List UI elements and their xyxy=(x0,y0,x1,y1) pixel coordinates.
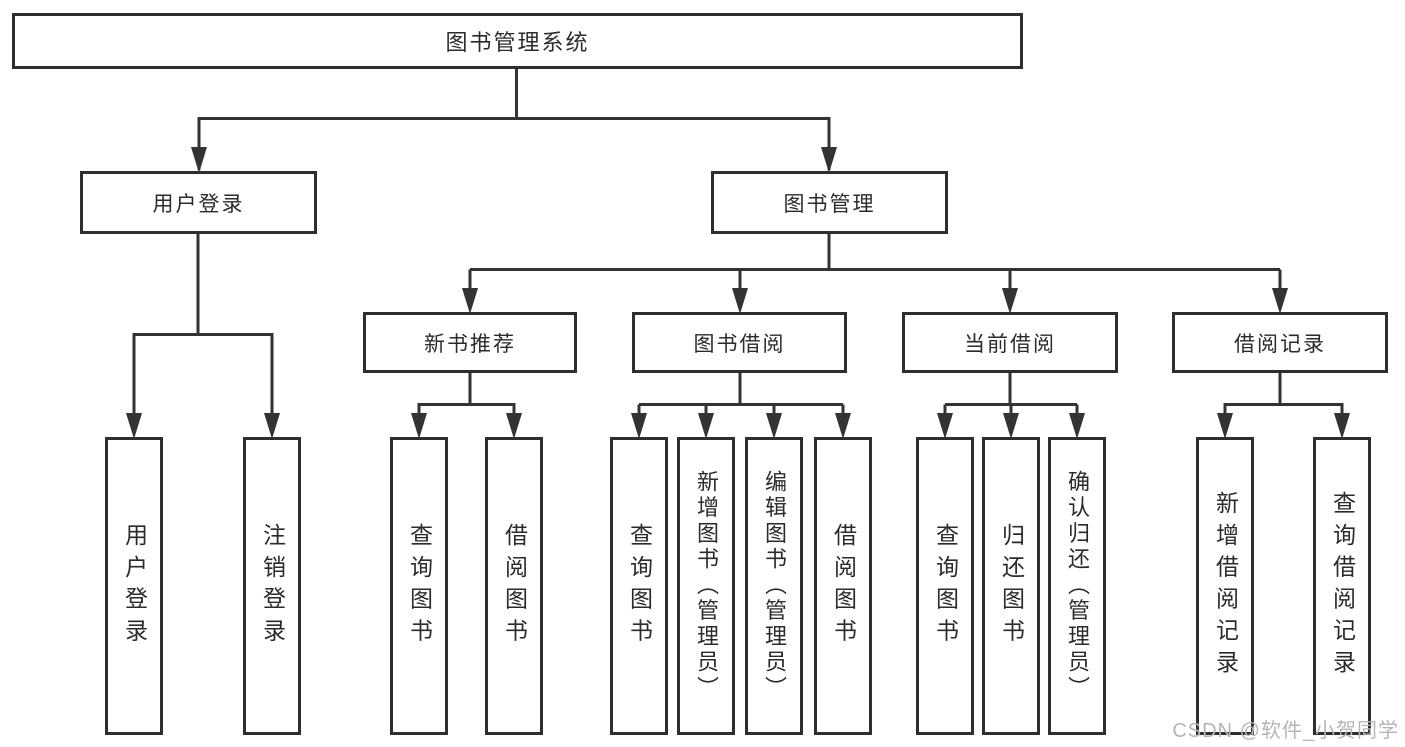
leaf-add-borrow-record: 新增借阅记录 xyxy=(1196,437,1254,735)
leaf-query-borrow-record: 查询借阅记录 xyxy=(1313,437,1371,735)
arrowhead-icon xyxy=(732,288,748,314)
node-user-login: 用户登录 xyxy=(80,171,317,234)
leaf-edit-book-admin: 编辑图书（管理员） xyxy=(745,437,803,735)
node-new-book-recommendation: 新书推荐 xyxy=(363,312,577,373)
node-label: 查询图书 xyxy=(932,522,959,650)
leaf-query-books-current: 查询图书 xyxy=(916,437,974,735)
leaf-logout: 注销登录 xyxy=(243,437,301,735)
arrowhead-icon xyxy=(1334,413,1350,439)
arrowhead-icon xyxy=(191,147,207,173)
arrowhead-icon xyxy=(264,413,280,439)
node-label: 查询图书 xyxy=(626,522,653,650)
node-label: 新增借阅记录 xyxy=(1212,490,1239,682)
arrowhead-icon xyxy=(835,413,851,439)
node-label: 当前借阅 xyxy=(964,332,1056,356)
node-borrowing-records: 借阅记录 xyxy=(1172,312,1388,373)
arrowhead-icon xyxy=(462,288,478,314)
node-book-management: 图书管理 xyxy=(711,171,948,234)
arrowhead-icon xyxy=(126,413,142,439)
node-label: 图书管理系统 xyxy=(445,30,590,55)
node-label: 查询借阅记录 xyxy=(1329,490,1356,682)
node-label: 借阅记录 xyxy=(1234,332,1326,356)
node-label: 查询图书 xyxy=(406,522,433,650)
node-label: 用户登录 xyxy=(121,522,148,650)
connector-book-management-children xyxy=(462,231,1288,314)
connector-book-borrowing-children xyxy=(631,370,851,439)
connector-user-login-children xyxy=(126,231,280,439)
node-label: 确认归还（管理员） xyxy=(1065,470,1090,702)
arrowhead-icon xyxy=(821,147,837,173)
arrowhead-icon xyxy=(766,413,782,439)
connector-root-to-level2 xyxy=(191,66,837,173)
node-label: 注销登录 xyxy=(259,522,286,650)
arrowhead-icon xyxy=(411,413,427,439)
node-label: 新书推荐 xyxy=(424,332,516,356)
node-library-system: 图书管理系统 xyxy=(12,13,1023,69)
connector-new-book-children xyxy=(411,370,522,439)
leaf-user-login: 用户登录 xyxy=(105,437,163,735)
node-label: 新增图书（管理员） xyxy=(694,470,719,702)
leaf-borrow-books-borrowing: 借阅图书 xyxy=(814,437,872,735)
node-label: 编辑图书（管理员） xyxy=(762,470,787,702)
arrowhead-icon xyxy=(1069,413,1085,439)
arrowhead-icon xyxy=(506,413,522,439)
arrowhead-icon xyxy=(1002,288,1018,314)
leaf-return-book: 归还图书 xyxy=(982,437,1040,735)
leaf-query-books-borrowing: 查询图书 xyxy=(610,437,668,735)
arrowhead-icon xyxy=(1272,288,1288,314)
node-current-borrowing: 当前借阅 xyxy=(902,312,1118,373)
node-label: 归还图书 xyxy=(998,522,1025,650)
leaf-confirm-return-admin: 确认归还（管理员） xyxy=(1048,437,1106,735)
leaf-add-book-admin: 新增图书（管理员） xyxy=(677,437,735,735)
arrowhead-icon xyxy=(1217,413,1233,439)
leaf-query-books-recommend: 查询图书 xyxy=(390,437,448,735)
arrowhead-icon xyxy=(937,413,953,439)
node-label: 借阅图书 xyxy=(830,522,857,650)
node-label: 图书管理 xyxy=(783,192,876,216)
connector-borrowing-records-children xyxy=(1217,370,1350,439)
arrowhead-icon xyxy=(698,413,714,439)
node-label: 图书借阅 xyxy=(693,332,786,356)
node-label: 借阅图书 xyxy=(501,522,528,650)
arrowhead-icon xyxy=(1003,413,1019,439)
node-label: 用户登录 xyxy=(152,192,245,216)
csdn-watermark: CSDN @软件_小贺同学 xyxy=(1172,720,1399,742)
leaf-borrow-books-recommend: 借阅图书 xyxy=(485,437,543,735)
node-book-borrowing: 图书借阅 xyxy=(632,312,847,373)
connector-current-borrowing-children xyxy=(937,370,1085,439)
arrowhead-icon xyxy=(631,413,647,439)
